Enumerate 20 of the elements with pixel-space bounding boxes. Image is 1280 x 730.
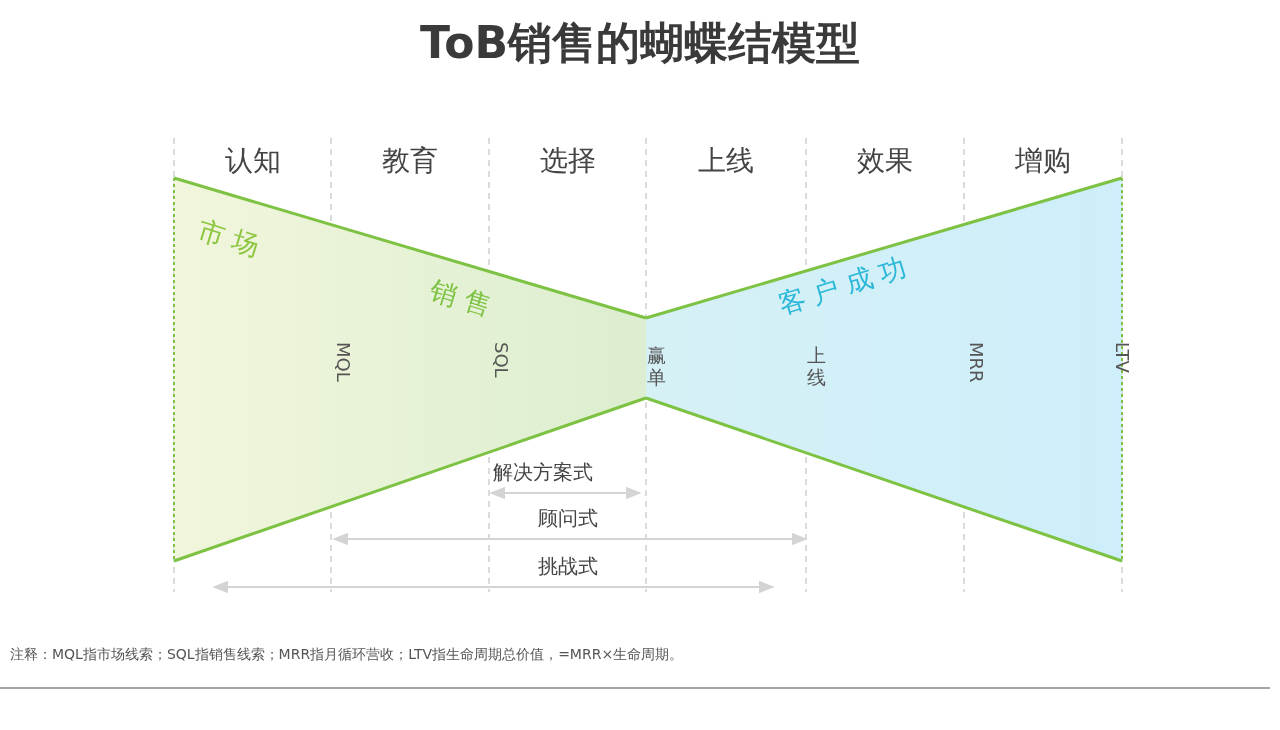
range-label: 顾问式 bbox=[536, 505, 600, 531]
funnel-label: 客户成功 bbox=[774, 248, 919, 322]
milestone-label: LTV bbox=[1112, 342, 1133, 373]
milestone-label: SQL bbox=[491, 342, 512, 378]
stage-heading: 选择 bbox=[538, 143, 597, 179]
milestone-label: MRR bbox=[966, 342, 987, 383]
milestone-label: 赢单 bbox=[647, 344, 667, 388]
stage-heading: 教育 bbox=[381, 143, 439, 179]
title: ToB销售的蝴蝶结模型 bbox=[419, 16, 861, 70]
milestone-label: MQL bbox=[333, 342, 354, 382]
funnel-label: 市场 bbox=[193, 212, 271, 266]
stage-heading: 上线 bbox=[697, 143, 755, 179]
note: 注释：MQL指市场线索；SQL指销售线索；MRR指月循环营收；LTV指生命周期总价值，=MRR×生命周期。 bbox=[10, 646, 684, 664]
funnel-label: 销售 bbox=[425, 272, 503, 326]
range-label: 挑战式 bbox=[536, 553, 600, 579]
range-label: 解决方案式 bbox=[491, 459, 595, 485]
milestone-label: 上线 bbox=[807, 344, 827, 388]
stage-heading: 增购 bbox=[1014, 143, 1072, 179]
stage-heading: 认知 bbox=[223, 143, 282, 179]
stage-heading: 效果 bbox=[856, 143, 914, 179]
